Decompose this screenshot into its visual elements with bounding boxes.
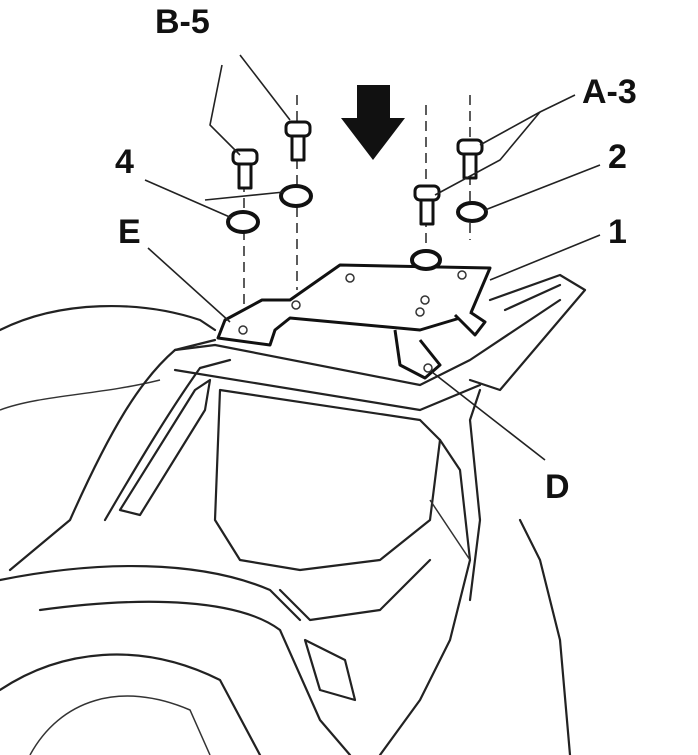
- label-d: D: [545, 468, 570, 506]
- bolt-a3-right: [456, 138, 484, 180]
- label-b5: B-5: [155, 3, 210, 41]
- bolt-b5-right: [284, 120, 312, 162]
- label-1: 1: [608, 213, 627, 251]
- label-a3: A-3: [582, 73, 637, 111]
- label-4: 4: [115, 143, 134, 181]
- washers: [226, 184, 488, 234]
- down-arrow-icon: [341, 85, 405, 160]
- mounting-plate: [216, 249, 492, 380]
- motorcycle-rear-body: [0, 273, 587, 755]
- label-2: 2: [608, 138, 627, 176]
- leader-lines: [144, 54, 601, 461]
- bolt-a3-left: [413, 184, 441, 226]
- bolts: [231, 120, 484, 226]
- label-e: E: [118, 213, 141, 251]
- bolt-b5-left: [231, 148, 259, 190]
